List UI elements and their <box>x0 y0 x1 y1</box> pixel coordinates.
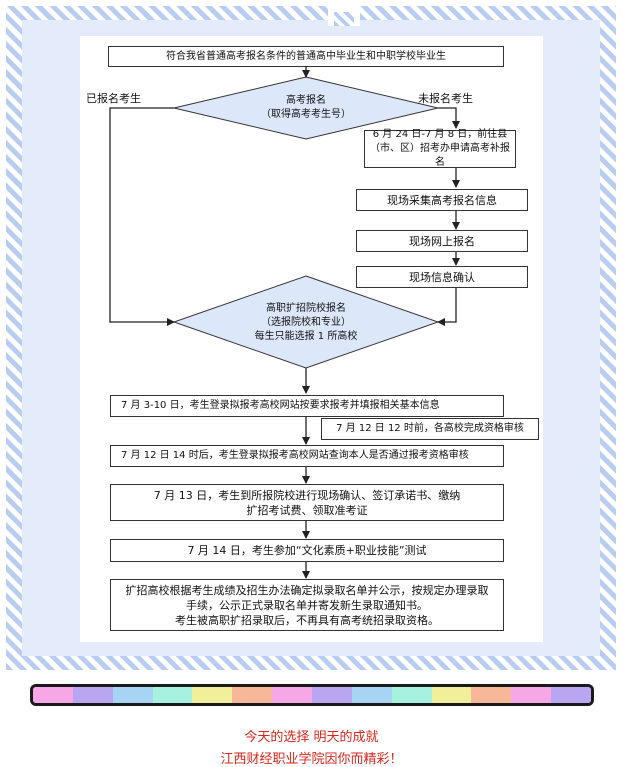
color-bar-segment <box>471 687 512 703</box>
rainbow-divider <box>30 684 594 706</box>
node-online-signup: 现场网上报名 <box>356 230 528 252</box>
frame-notch <box>328 6 360 26</box>
node-collect-info: 现场采集高考报名信息 <box>356 189 528 211</box>
node-step-jul13: 7 月 13 日，考生到所报院校进行现场确认、签订承诺书、缴纳扩招考试费、领取准… <box>110 484 504 521</box>
color-bar-segment <box>232 687 273 703</box>
edge-label-unregistered: 未报名考生 <box>418 92 473 105</box>
node-step-jul3: 7 月 3-10 日，考生登录拟报考高校网站按要求报考并填报相关基本信息 <box>110 395 504 417</box>
color-bar-segment <box>72 687 113 703</box>
footer-slogan: 今天的选择 明天的成就 <box>244 730 379 745</box>
diamond-gaokao-signup-label: 高考报名 （取得高考考生号） <box>261 95 351 120</box>
node-step-jul14: 7 月 14 日，考生参加“文化素质+职业技能”测试 <box>110 539 504 562</box>
node-confirm-info: 现场信息确认 <box>356 266 528 288</box>
color-bar-segment <box>272 687 313 703</box>
color-bar-segment <box>192 687 233 703</box>
color-bar-segment <box>351 687 392 703</box>
color-bar-segment <box>391 687 432 703</box>
color-bar-segment <box>152 687 193 703</box>
node-supplement-registration: 6 月 24 日-7 月 8 日，前往县（市、区）招考办申请高考补报名 <box>364 129 516 168</box>
node-eligibility: 符合我省普通高考报名条件的普通高中毕业生和中职学校毕业生 <box>108 46 504 67</box>
color-bar-segment <box>551 687 591 703</box>
node-final-admission: 扩招高校根据考生成绩及招生办法确定拟录取名单并公示，按规定办理录取手续，公示正式… <box>110 579 504 631</box>
diamond-gaokao-signup <box>173 76 439 140</box>
edge-label-registered: 已报名考生 <box>86 92 141 105</box>
node-step-jul12: 7 月 12 日 14 时后，考生登录拟报考高校网站查询本人是否通过报考资格审核 <box>110 445 504 467</box>
color-bar-segment <box>312 687 352 703</box>
color-bar-segment <box>511 687 552 703</box>
diamond-college-signup-label: 高职扩招院校报名 （选报院校和专业） 每生只能选报 1 所高校 <box>254 303 358 342</box>
color-bar-segment <box>33 687 73 703</box>
color-bar-segment <box>431 687 472 703</box>
node-note-jul12: 7 月 12 日 12 时前，各高校完成资格审核 <box>321 418 539 440</box>
footer-college-name: 江西财经职业学院因你而精彩！ <box>220 752 403 767</box>
color-bar-segment <box>112 687 153 703</box>
